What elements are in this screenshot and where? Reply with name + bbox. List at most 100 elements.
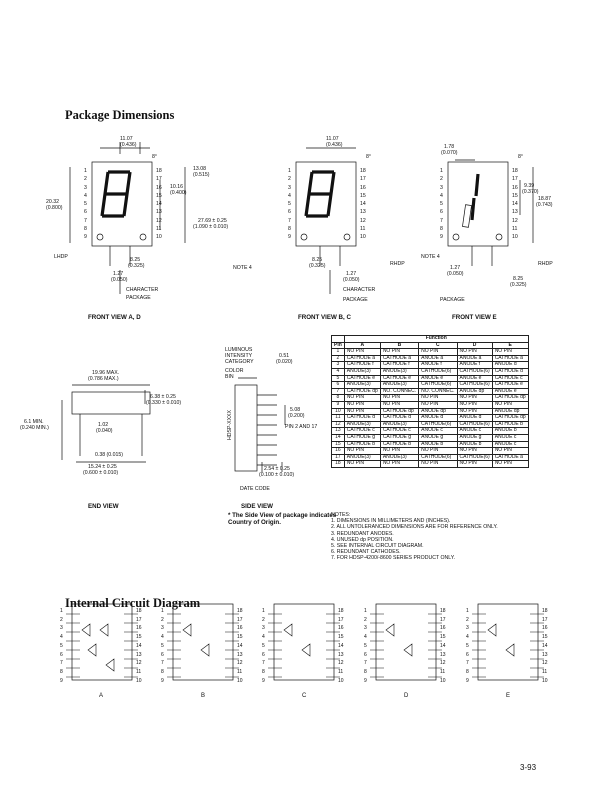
circuit-pin-right: 13 (338, 651, 344, 658)
circuit-pin-left: 8 (466, 668, 469, 675)
bc-angle: 8° (366, 154, 371, 160)
circuit-pin-left: 5 (466, 642, 469, 649)
ad-width-in: (0.436) (120, 142, 137, 148)
side-pin: PIN 2 AND 17 (285, 424, 318, 430)
end-min: 6.1 MIN. (24, 419, 44, 425)
circuit-pin-left: 8 (262, 668, 265, 675)
circuit-pin-left: 8 (161, 668, 164, 675)
circuit-pin-right: 12 (338, 660, 344, 667)
circuit-pin-right: 14 (440, 642, 446, 649)
ad-h1-in: (0.800) (46, 205, 63, 211)
circuit-pin-right: 17 (237, 616, 243, 623)
e-p2-in: (0.050) (447, 271, 464, 277)
circuit-pin-left: 7 (161, 660, 164, 667)
circuit-pin-right: 18 (440, 608, 446, 614)
circuit-pin-left: 6 (262, 651, 265, 658)
circuit-pin-left: 6 (60, 651, 63, 658)
side-d2: 5.08 (290, 407, 301, 413)
circuit-pin-right: 16 (440, 625, 446, 632)
circuit-pin-right: 10 (542, 677, 548, 684)
circuit-pin-right: 15 (440, 634, 446, 641)
side-d3: 2.54 ± 0.25 (264, 466, 290, 472)
circuit-pin-left: 1 (466, 608, 469, 614)
circuit-pin-left: 7 (466, 660, 469, 667)
ad-p2: 1.27 (113, 271, 124, 277)
circuit-pin-left: 8 (60, 668, 63, 675)
circuit-pin-left: 2 (364, 616, 367, 623)
circuit-label-c: C (302, 693, 307, 699)
bc-caption: FRONT VIEW B, C (298, 314, 351, 321)
circuit-pin-right: 12 (542, 660, 548, 667)
bc-width-in: (0.436) (326, 142, 343, 148)
circuit-pin-right: 18 (338, 608, 344, 614)
bc-character: CHARACTER (343, 287, 376, 293)
circuit-pin-left: 4 (466, 634, 469, 641)
e-h2-in: (0.743) (536, 202, 553, 208)
e-h1-in: (0.370) (522, 189, 539, 195)
side-lum2: INTENSITY (225, 353, 253, 359)
circuit-pin-left: 7 (60, 660, 63, 667)
package-dimensions-heading: Package Dimensions (65, 108, 175, 122)
circuit-pin-left: 1 (60, 608, 63, 614)
end-d3: 0.38 (0.015) (95, 452, 123, 458)
circuit-pin-right: 13 (237, 651, 243, 658)
e-rhdp: RHDP (538, 261, 553, 267)
circuit-pin-left: 8 (364, 668, 367, 675)
e-package: PACKAGE (440, 297, 465, 303)
circuit-pin-left: 4 (262, 634, 265, 641)
circuit-pin-right: 13 (542, 651, 548, 658)
end-min-in: (0.240 MIN.) (20, 425, 49, 431)
e-h2: 18.87 (538, 196, 551, 202)
circuit-pin-right: 17 (440, 616, 446, 623)
notes: NOTES:1. DIMENSIONS IN MILLIMETERS AND (… (331, 512, 498, 562)
e-angle: 8° (518, 154, 523, 160)
circuit-label-b: B (201, 693, 206, 699)
circuit-pin-left: 1 (262, 608, 265, 614)
circuit-pin-left: 4 (60, 634, 63, 641)
circuit-pin-right: 15 (542, 634, 548, 641)
e-width-in: (0.070) (441, 150, 458, 156)
bc-p1-in: (0.325) (309, 263, 326, 269)
circuit-pin-right: 17 (542, 616, 548, 623)
circuit-pin-right: 14 (237, 642, 243, 649)
circuit-pin-right: 15 (136, 634, 142, 641)
circuit-pin-left: 5 (262, 642, 265, 649)
circuit-pin-left: 9 (364, 677, 367, 684)
ad-p1: 8.25 (130, 257, 141, 263)
side-label: HDSP-XXXX (227, 410, 233, 440)
circuit-pin-right: 10 (338, 677, 344, 684)
circuit-pin-left: 5 (60, 642, 63, 649)
circuit-pin-left: 6 (364, 651, 367, 658)
circuit-pin-left: 6 (161, 651, 164, 658)
circuit-pin-left: 5 (364, 642, 367, 649)
ad-caption: FRONT VIEW A, D (88, 314, 141, 321)
front-view-bc-outline (295, 147, 357, 294)
end-width-in: (0.786 MAX.) (88, 376, 119, 382)
circuit-pin-left: 9 (466, 677, 469, 684)
bc-rhdp: RHDP (390, 261, 405, 267)
ad-lhdp: LHDP (54, 254, 68, 260)
ad-p2-in: (0.050) (111, 277, 128, 283)
circuit-pin-right: 11 (542, 668, 548, 675)
ad-note4: NOTE 4 (233, 265, 252, 271)
circuit-pin-right: 14 (542, 642, 548, 649)
circuit-pin-right: 16 (338, 625, 344, 632)
ad-h2-in: (0.400) (170, 190, 187, 196)
side-d1: 0.51 (279, 353, 290, 359)
e-caption: FRONT VIEW E (452, 314, 497, 321)
circuit-pin-right: 10 (237, 677, 243, 684)
e-h1: 9.39 (524, 183, 535, 189)
bc-p1: 8.25 (312, 257, 323, 263)
e-width: 1.78 (444, 144, 455, 150)
circuit-pin-left: 5 (161, 642, 164, 649)
circuit-pin-right: 14 (338, 642, 344, 649)
